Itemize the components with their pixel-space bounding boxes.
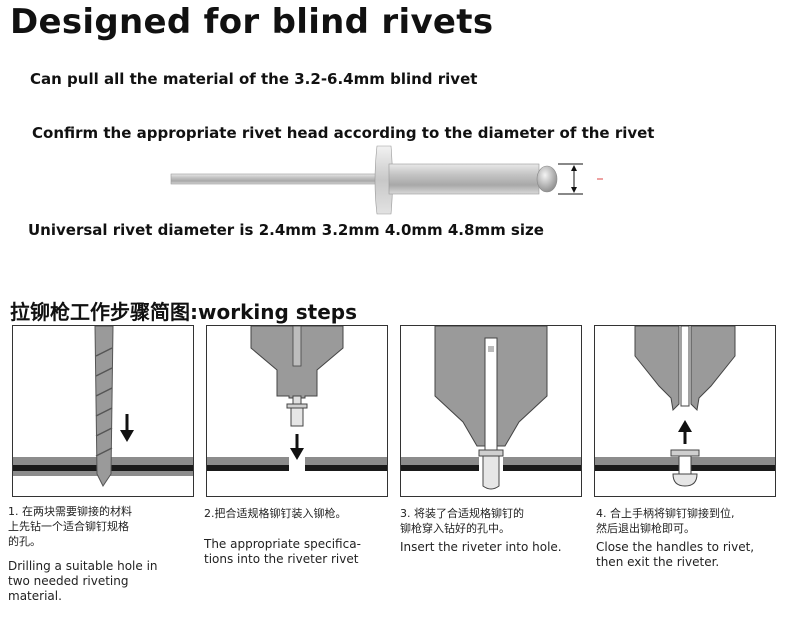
page-title: Designed for blind rivets (10, 2, 494, 42)
step-4-cn-line: 4. 合上手柄将铆钉铆接到位, (596, 507, 735, 520)
step-4-en-line: Close the handles to rivet, (596, 540, 755, 554)
step-3-cn-line: 铆枪穿入钻好的孔中。 (400, 522, 510, 535)
rivet-head-text: Confirm the appropriate rivet head accor… (32, 124, 655, 142)
step-3-caption: 3. 将装了合适规格铆钉的 铆枪穿入钻好的孔中。 Insert the rive… (400, 506, 590, 555)
step-4-en-line: then exit the riveter. (596, 555, 720, 569)
working-steps-title: 拉铆枪工作步骤简图:working steps (10, 300, 358, 324)
step-1-en-line: Drilling a suitable hole in (8, 559, 158, 573)
step-1-cn-line: 1. 在两块需要铆接的材料 (8, 505, 132, 518)
step-1-en-line: two needed riveting (8, 574, 129, 588)
step-1-diagram (12, 325, 194, 497)
step-3-diagram (400, 325, 582, 497)
step-2-en-line: The appropriate specifica- (204, 537, 361, 551)
step-1-caption: 1. 在两块需要铆接的材料 上先钻一个适合铆钉规格 的孔。 Drilling a… (8, 504, 194, 604)
step-4-caption: 4. 合上手柄将铆钉铆接到位, 然后退出铆枪即可。 Close the hand… (596, 506, 786, 570)
step-1-cn-line: 的孔。 (8, 535, 41, 548)
step-4-cn-line: 然后退出铆枪即可。 (596, 522, 695, 535)
step-2-caption: 2.把合适规格铆钉装入铆枪。 The appropriate specifica… (204, 506, 394, 567)
step-3-cn-line: 3. 将装了合适规格铆钉的 (400, 507, 524, 520)
material-range-text: Can pull all the material of the 3.2-6.4… (30, 70, 478, 88)
step-2-diagram (206, 325, 388, 497)
step-1-en-line: material. (8, 589, 62, 603)
step-2-cn-line: 2.把合适规格铆钉装入铆枪。 (204, 507, 347, 520)
step-2-en-line: tions into the riveter rivet (204, 552, 359, 566)
step-3-en-line: Insert the riveter into hole. (400, 540, 562, 554)
step-1-cn-line: 上先钻一个适合铆钉规格 (8, 520, 129, 533)
step-4-diagram (594, 325, 776, 497)
blind-rivet-image (170, 145, 603, 215)
rivet-diameter-text: Universal rivet diameter is 2.4mm 3.2mm … (28, 221, 544, 239)
